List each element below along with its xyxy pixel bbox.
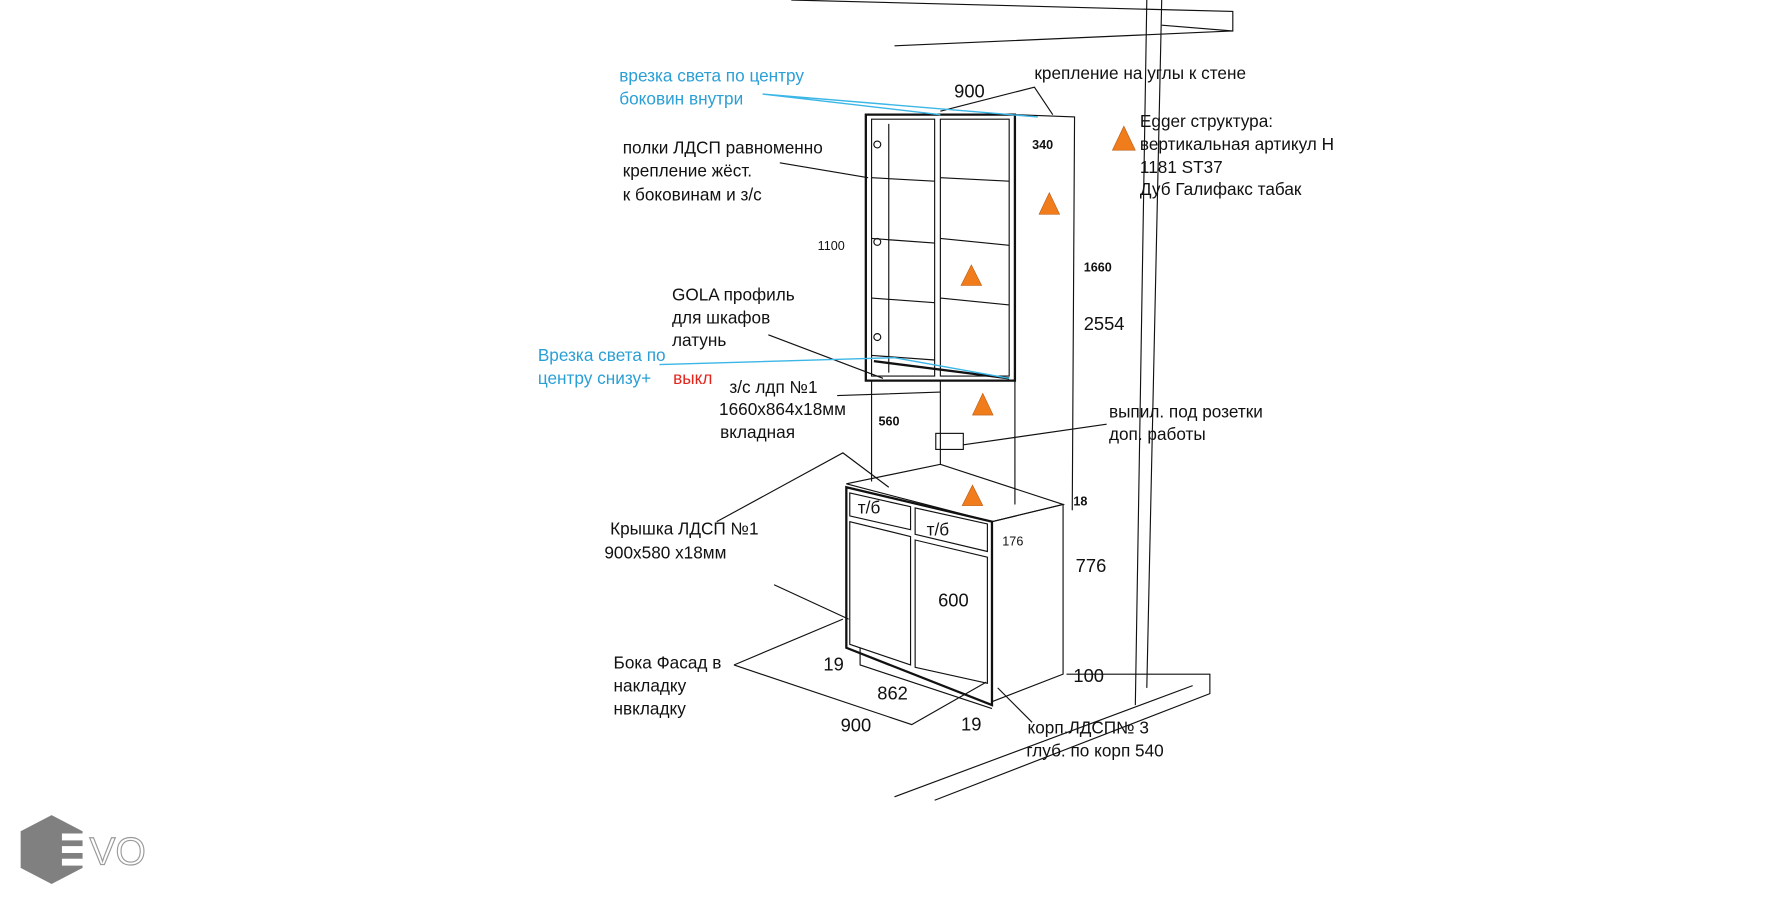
drawer-label: т/б [858,498,881,518]
dimension-label: 100 [1073,665,1104,686]
wall-mount-note: крепление на углы к стене [1034,63,1246,83]
gola-note: GOLA профиль [672,284,795,304]
dimension-label: 19 [823,654,843,675]
material-markers [960,125,1136,506]
dimension-label: 776 [1076,555,1107,576]
light-bottom-note: центру снизу+ [538,368,651,388]
back-panel-note: 1660х864х18мм [719,399,846,419]
material-note: Egger структура: [1140,111,1273,131]
switch-note: выкл [673,368,712,388]
logo-text: VO [89,830,145,873]
dimension-label: 1660 [1084,261,1112,275]
marker-triangle [960,264,983,286]
shelves-note: полки ЛДСП равноменно [623,138,823,158]
dimension-label: 600 [938,589,969,610]
marker-triangle [961,484,984,506]
shelves-note: к боковинам и з/с [623,185,762,205]
dimension-label: 900 [841,714,872,735]
upper-cabinet [864,113,1076,511]
light-sides-note: боковин внутри [619,88,743,108]
shelves-note: крепление жёст. [623,161,752,181]
countertop-note: Крышка ЛДСП №1 [610,518,758,538]
facade-note: накладку [614,675,687,695]
dimension-label: 19 [961,713,981,734]
countertop-note: 900х580 х18мм [604,542,726,562]
socket-cutout [935,432,964,450]
socket-note: выпил. под розетки [1109,401,1263,421]
dimension-label: 340 [1032,138,1053,152]
annotations: врезка света по центру боковин внутри 90… [538,63,1334,761]
marker-triangle [1111,125,1136,151]
evo-logo: VO [20,815,146,884]
material-note: 1181 ST37 [1140,157,1223,177]
room-geometry [733,0,1234,801]
base-cabinet [845,463,1066,710]
dimension-label: 2554 [1084,313,1125,334]
material-note: вертикальная артикул Н [1140,134,1334,154]
material-note: Дуб Галифакс табак [1140,179,1302,199]
socket-note: доп. работы [1109,424,1206,444]
back-panel-note: з/с лдп №1 [729,377,817,397]
body-note: корп.ЛДСП№ 3 [1028,718,1149,738]
gola-note: для шкафов [672,307,770,327]
gola-note: латунь [672,330,726,350]
leader-lines [659,86,1107,723]
body-note: глуб. по корп 540 [1026,741,1163,761]
facade-note: Бока Фасад в [614,652,722,672]
dimension-label: 1100 [818,239,845,253]
back-panel-note: вкладная [720,422,795,442]
dimension-label: 18 [1073,495,1087,509]
facade-note: нвкладку [614,698,687,718]
dimension-label: 560 [878,414,899,428]
dimension-label: 862 [877,682,908,703]
drawer-label: т/б [927,519,950,539]
dimension-label: 900 [954,80,985,101]
marker-triangle [972,392,994,416]
light-bottom-note: Врезка света по [538,345,666,365]
marker-triangle [1038,191,1061,215]
dimension-label: 176 [1002,535,1023,549]
light-sides-note: врезка света по центру [619,65,804,85]
